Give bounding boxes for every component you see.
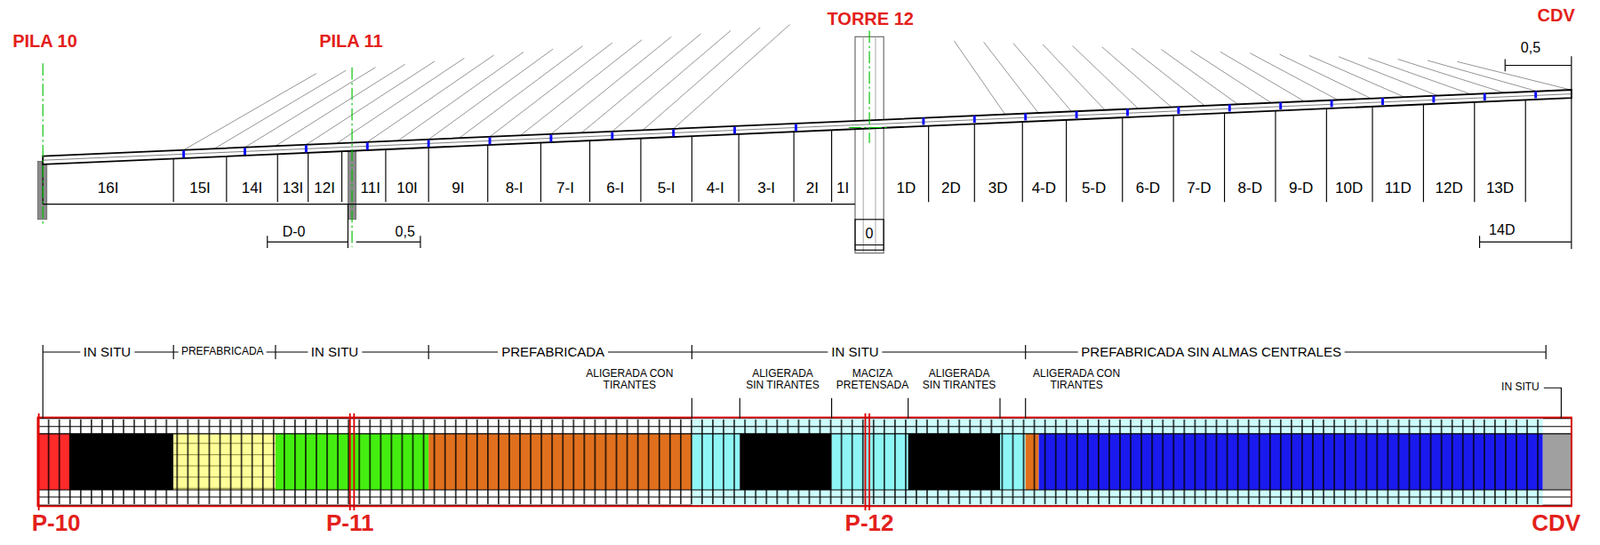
construction-type-label: PREFABRICADA [497, 344, 608, 360]
segment-label: 10I [396, 180, 418, 198]
construction-type-label: PREFABRICADA SIN ALMAS CENTRALES [1077, 344, 1345, 360]
segment-label: 5-D [1081, 180, 1106, 198]
segment-label: 3D [988, 180, 1008, 198]
segment-label: 4-D [1032, 180, 1056, 198]
segment-label: 11I [360, 180, 381, 198]
construction-type-label: IN SITU [80, 344, 135, 360]
segment-label: 15I [189, 180, 211, 198]
segment-dividers [42, 97, 1572, 249]
dimension-text: 0 [864, 225, 875, 242]
deck-plan [37, 413, 1571, 511]
segment-label: 7-I [556, 180, 575, 198]
segment-label: 1D [896, 180, 917, 198]
dimension-text: 14D [1488, 223, 1516, 240]
segment-label: 5-I [657, 180, 676, 198]
cable-anchors [184, 90, 1536, 158]
plan-pier-label: P-11 [326, 509, 375, 536]
construction-type-label: IN SITU [1498, 382, 1543, 394]
section-type-label: ALIGERADA CON TIRANTES [1030, 368, 1123, 392]
segment-label: 7-D [1186, 180, 1211, 198]
dimension-text: D-0 [281, 224, 307, 240]
segment-label: 12I [313, 180, 336, 198]
segment-label: 4-I [706, 180, 725, 198]
plan-pier-label: P-12 [845, 509, 895, 536]
section-type-label: MACIZA PRETENSADA [833, 368, 912, 392]
segment-label: 8-I [505, 180, 524, 198]
segment-label: 16I [97, 180, 120, 198]
elevation [37, 24, 1571, 254]
pier-label: TORRE 12 [824, 8, 915, 29]
construction-type-label: IN SITU [827, 344, 882, 360]
segment-label: 6-D [1136, 180, 1160, 198]
pier-label: PILA 10 [10, 31, 80, 51]
deck [42, 89, 1572, 165]
segment-label: 8-D [1238, 180, 1263, 198]
segment-label: 3-I [757, 180, 776, 198]
plan-dimension-lines [42, 344, 1561, 419]
section-type-label: ALIGERADA SIN TIRANTES [743, 368, 822, 392]
segment-label: 2I [806, 180, 819, 198]
segment-label: 9-D [1288, 180, 1313, 198]
construction-type-label: IN SITU [307, 344, 362, 360]
segment-label: 13I [282, 180, 304, 198]
plan-pier-label: CDV [1531, 509, 1581, 536]
section-type-label: ALIGERADA SIN TIRANTES [920, 368, 999, 392]
segment-label: 10D [1335, 180, 1363, 198]
segment-label: 6-I [606, 180, 624, 198]
dimension-text: 0,5 [1520, 40, 1542, 56]
plan-pier-label: P-10 [32, 509, 81, 536]
segment-label: 9I [451, 180, 464, 198]
tower [855, 36, 884, 253]
deck-inner-line [42, 94, 1572, 161]
segment-label: 13D [1486, 180, 1514, 198]
segment-label: 12D [1435, 180, 1464, 198]
dimension-lines [42, 56, 1572, 248]
dimension-text: 0,5 [394, 224, 416, 240]
axis-lines [42, 30, 890, 247]
segment-label: 11D [1384, 180, 1412, 198]
pier-label: PILA 11 [317, 31, 385, 51]
construction-type-label: PREFABRICADA [178, 345, 267, 358]
segment-label: 1I [836, 180, 849, 198]
segment-label: 2D [941, 180, 961, 198]
segment-label: 14I [241, 180, 264, 198]
pier-label: CDV [1536, 5, 1577, 25]
section-type-label: ALIGERADA CON TIRANTES [583, 368, 676, 392]
